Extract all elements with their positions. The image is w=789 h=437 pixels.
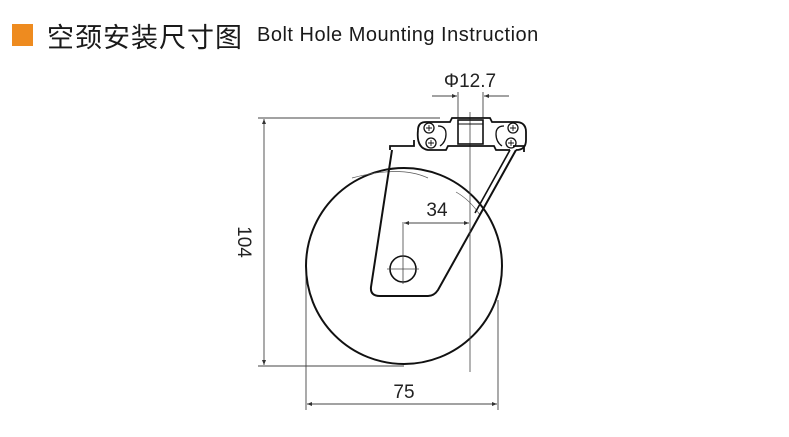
wheel [305, 167, 503, 365]
section-header: 空颈安装尺寸图 Bolt Hole Mounting Instruction [12, 20, 539, 54]
swivel-head [389, 117, 527, 152]
axle-hole [387, 222, 419, 284]
height-label: 104 [233, 226, 254, 258]
orange-square-icon [12, 24, 33, 46]
title-english: Bolt Hole Mounting Instruction [257, 23, 539, 46]
offset-dimension: 34 [404, 200, 469, 225]
offset-label: 34 [426, 200, 448, 221]
height-dimension: 104 [233, 117, 440, 367]
wheel-diameter-label: 75 [393, 382, 414, 403]
fork-leg [369, 149, 517, 297]
bolt-diameter-label: Φ12.7 [444, 71, 496, 92]
bolt-diameter-dimension: Φ12.7 [432, 71, 509, 118]
title-chinese: 空颈安装尺寸图 [47, 22, 243, 54]
wheel-diameter-dimension: 75 [305, 265, 499, 410]
